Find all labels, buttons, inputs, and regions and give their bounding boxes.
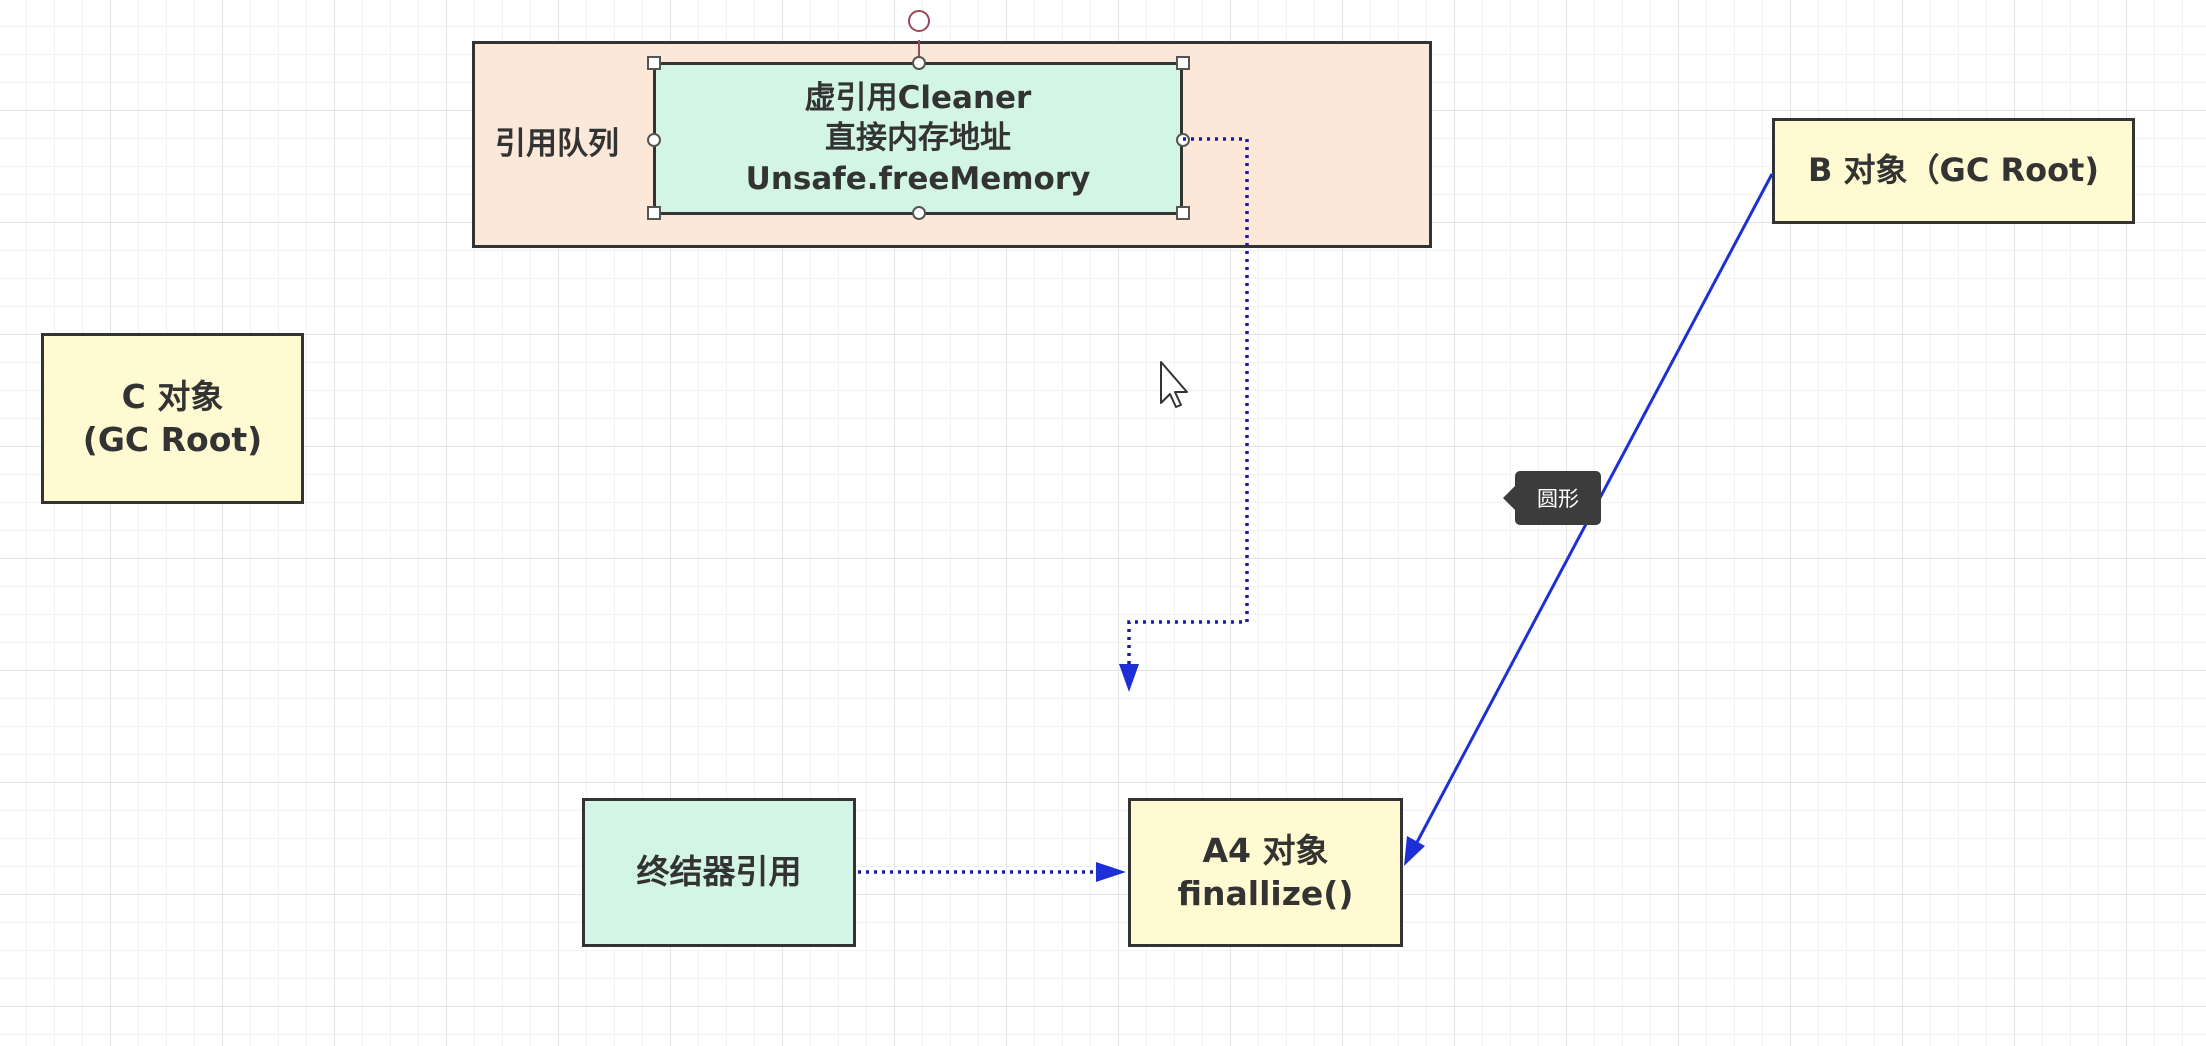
a4-object-box[interactable]: A4 对象 finallize() xyxy=(1128,798,1403,947)
resize-handle-top[interactable] xyxy=(912,56,926,70)
rotate-handle-stem xyxy=(918,40,920,66)
resize-handle-top-left[interactable] xyxy=(647,56,661,70)
resize-handle-top-right[interactable] xyxy=(1176,56,1190,70)
rotate-handle[interactable] xyxy=(908,10,930,32)
finalizer-arrowhead xyxy=(1096,862,1126,882)
mouse-pointer-icon xyxy=(1160,361,1188,408)
reference-queue-label: 引用队列 xyxy=(495,126,619,163)
shape-tooltip: 圆形 xyxy=(1503,471,1601,525)
dotted-connector-arrowhead xyxy=(1119,664,1139,692)
cleaner-line-2: 直接内存地址 xyxy=(825,120,1011,157)
resize-handle-bottom-right[interactable] xyxy=(1176,206,1190,220)
finalizer-reference-box[interactable]: 终结器引用 xyxy=(582,798,856,947)
tooltip-text: 圆形 xyxy=(1537,487,1579,511)
a4-object-line-1: A4 对象 xyxy=(1202,830,1329,870)
c-object-gc-root[interactable]: C 对象 (GC Root) xyxy=(41,333,304,504)
resize-handle-bottom-left[interactable] xyxy=(647,206,661,220)
b-object-label: B 对象（GC Root) xyxy=(1808,151,2099,190)
c-object-line-1: C 对象 xyxy=(121,376,224,416)
resize-handle-bottom[interactable] xyxy=(912,206,926,220)
finalizer-reference-label: 终结器引用 xyxy=(636,852,802,892)
resize-handle-left[interactable] xyxy=(647,133,661,147)
resize-handle-right[interactable] xyxy=(1176,133,1190,147)
solid-connector-arrowhead xyxy=(1404,836,1425,866)
phantom-reference-cleaner-box[interactable]: 虚引用Cleaner 直接内存地址 Unsafe.freeMemory xyxy=(653,62,1183,215)
c-object-line-2: (GC Root) xyxy=(82,419,263,459)
a4-object-line-2: finallize() xyxy=(1177,873,1354,913)
cleaner-line-3: Unsafe.freeMemory xyxy=(745,160,1091,197)
b-object-gc-root[interactable]: B 对象（GC Root) xyxy=(1772,118,2135,224)
cleaner-line-1: 虚引用Cleaner xyxy=(804,80,1032,117)
